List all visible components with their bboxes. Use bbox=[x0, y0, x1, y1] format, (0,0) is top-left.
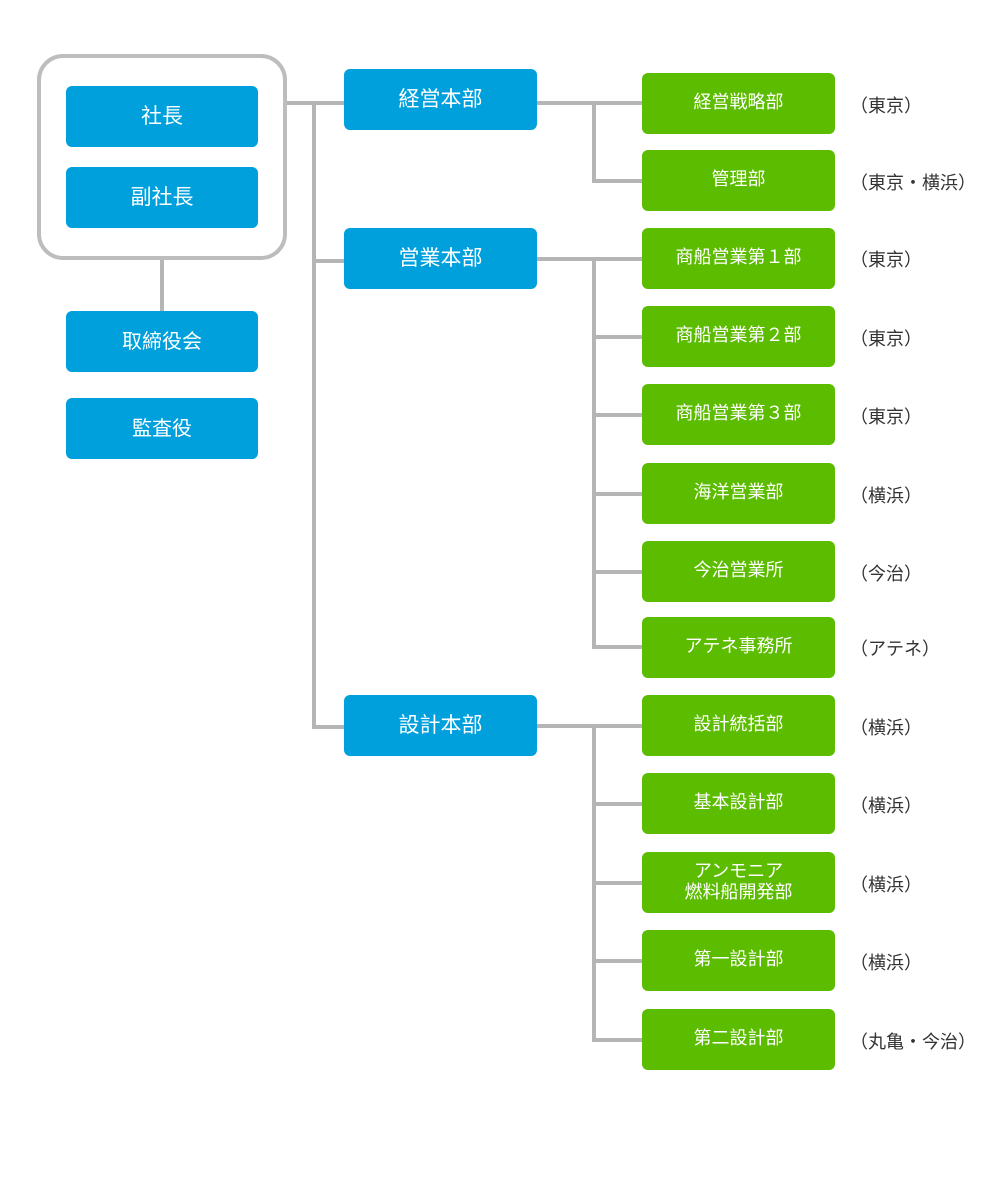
department-box: 基本設計部 bbox=[642, 773, 835, 834]
connector-d3-dept-3 bbox=[592, 881, 644, 885]
connector-d2-dept-4 bbox=[592, 492, 644, 496]
department-location: （横浜） bbox=[850, 875, 922, 896]
connector-division-1 bbox=[312, 101, 346, 105]
connector-division-3 bbox=[312, 725, 346, 729]
department-box: 設計統括部 bbox=[642, 695, 835, 756]
department-location: （横浜） bbox=[850, 796, 922, 817]
auditor-box: 監査役 bbox=[66, 398, 258, 459]
department-location: （横浜） bbox=[850, 486, 922, 507]
connector-d3-dept-1 bbox=[592, 724, 644, 728]
department-box: 第二設計部 bbox=[642, 1009, 835, 1070]
connector-exec-to-board bbox=[160, 258, 164, 312]
connector-d3-dept-2 bbox=[592, 802, 644, 806]
executive-group bbox=[37, 54, 287, 260]
connector-d2-out bbox=[536, 257, 596, 261]
connector-d2-dept-1 bbox=[592, 257, 644, 261]
connector-d1-out bbox=[536, 101, 596, 105]
department-location: （アテネ） bbox=[850, 639, 940, 660]
connector-d2-spine bbox=[592, 257, 596, 649]
department-box: 経営戦略部 bbox=[642, 73, 835, 134]
connector-d1-spine bbox=[592, 101, 596, 183]
department-box: 商船営業第２部 bbox=[642, 306, 835, 367]
department-box: 商船営業第３部 bbox=[642, 384, 835, 445]
connector-d3-dept-5 bbox=[592, 1038, 644, 1042]
connector-d2-dept-5 bbox=[592, 570, 644, 574]
connector-d1-dept-2 bbox=[592, 179, 644, 183]
department-location: （横浜） bbox=[850, 718, 922, 739]
department-location: （東京・横浜） bbox=[850, 173, 976, 194]
department-location: （東京） bbox=[850, 329, 922, 350]
connector-division-2 bbox=[312, 259, 346, 263]
connector-division-spine bbox=[312, 101, 316, 727]
vice-president-box: 副社長 bbox=[66, 167, 258, 228]
connector-exec-to-spine bbox=[286, 101, 316, 105]
department-location: （横浜） bbox=[850, 953, 922, 974]
connector-d2-dept-3 bbox=[592, 413, 644, 417]
department-location: （東京） bbox=[850, 96, 922, 117]
board-box: 取締役会 bbox=[66, 311, 258, 372]
department-box: アンモニア 燃料船開発部 bbox=[642, 852, 835, 913]
president-box: 社長 bbox=[66, 86, 258, 147]
department-location: （丸亀・今治） bbox=[850, 1032, 976, 1053]
division-design-box: 設計本部 bbox=[344, 695, 537, 756]
department-box: アテネ事務所 bbox=[642, 617, 835, 678]
division-management-box: 経営本部 bbox=[344, 69, 537, 130]
department-location: （東京） bbox=[850, 407, 922, 428]
connector-d1-dept-1 bbox=[592, 101, 644, 105]
connector-d3-dept-4 bbox=[592, 959, 644, 963]
department-box: 商船営業第１部 bbox=[642, 228, 835, 289]
department-location: （今治） bbox=[850, 564, 922, 585]
connector-d2-dept-2 bbox=[592, 335, 644, 339]
department-box: 海洋営業部 bbox=[642, 463, 835, 524]
department-box: 第一設計部 bbox=[642, 930, 835, 991]
department-box: 管理部 bbox=[642, 150, 835, 211]
department-location: （東京） bbox=[850, 250, 922, 271]
division-sales-box: 営業本部 bbox=[344, 228, 537, 289]
connector-d3-out bbox=[536, 724, 596, 728]
department-box: 今治営業所 bbox=[642, 541, 835, 602]
connector-d2-dept-6 bbox=[592, 645, 644, 649]
